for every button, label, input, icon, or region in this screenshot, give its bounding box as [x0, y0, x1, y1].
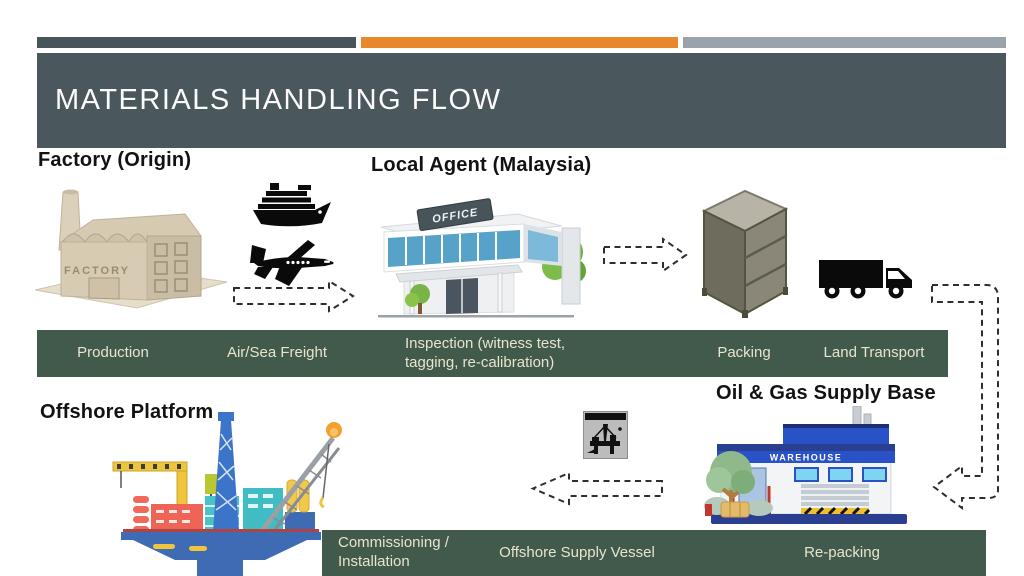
factory-illustration: FACTORY [34, 189, 228, 309]
factory-sign: FACTORY [64, 265, 130, 277]
stage-production: Production [77, 344, 149, 362]
warehouse-sign: WAREHOUSE [770, 453, 843, 463]
flow-arrow-transport-to-base [931, 284, 999, 510]
office-building-illustration: OFFICE [378, 198, 586, 318]
stage-air-sea-freight: Air/Sea Freight [226, 344, 328, 362]
stage-repacking: Re-packing [804, 543, 880, 561]
stage-commissioning: Commissioning / Installation [338, 534, 449, 570]
truck-icon [819, 260, 912, 299]
cargo-container [701, 189, 789, 318]
accent-bar-slate [37, 37, 356, 48]
accent-bar-orange [361, 37, 678, 48]
stage-offshore-supply-vessel: Offshore Supply Vessel [499, 543, 655, 561]
supply-base-label: Oil & Gas Supply Base [716, 382, 936, 404]
ship-icon [253, 183, 331, 227]
stage-inspection: Inspection (witness test, tagging, re-ca… [405, 334, 566, 371]
accent-bar-gray [683, 37, 1006, 48]
factory-label: Factory (Origin) [38, 149, 192, 171]
page-title: MATERIALS HANDLING FLOW [55, 84, 502, 116]
offshore-platform-label: Offshore Platform [40, 401, 214, 423]
stage-land-transport: Land Transport [823, 344, 925, 362]
stage-packing: Packing [717, 344, 771, 362]
title-banner: MATERIALS HANDLING FLOW [37, 53, 1006, 148]
supply-vessel-icon [583, 411, 628, 459]
flow-arrow-factory-to-agent [233, 279, 355, 313]
local-agent-label: Local Agent (Malaysia) [371, 154, 592, 176]
stage-banner-top: Production Air/Sea Freight Inspection (w… [37, 330, 948, 377]
flow-arrow-agent-to-packing [603, 237, 688, 273]
flow-arrow-base-to-platform [530, 471, 663, 506]
oil-rig-illustration [112, 412, 342, 576]
stage-banner-bottom: Commissioning / Installation Offshore Su… [322, 530, 986, 576]
warehouse-illustration: WAREHOUSE [704, 406, 907, 524]
airplane-icon [250, 240, 334, 286]
tree-left [405, 284, 430, 314]
